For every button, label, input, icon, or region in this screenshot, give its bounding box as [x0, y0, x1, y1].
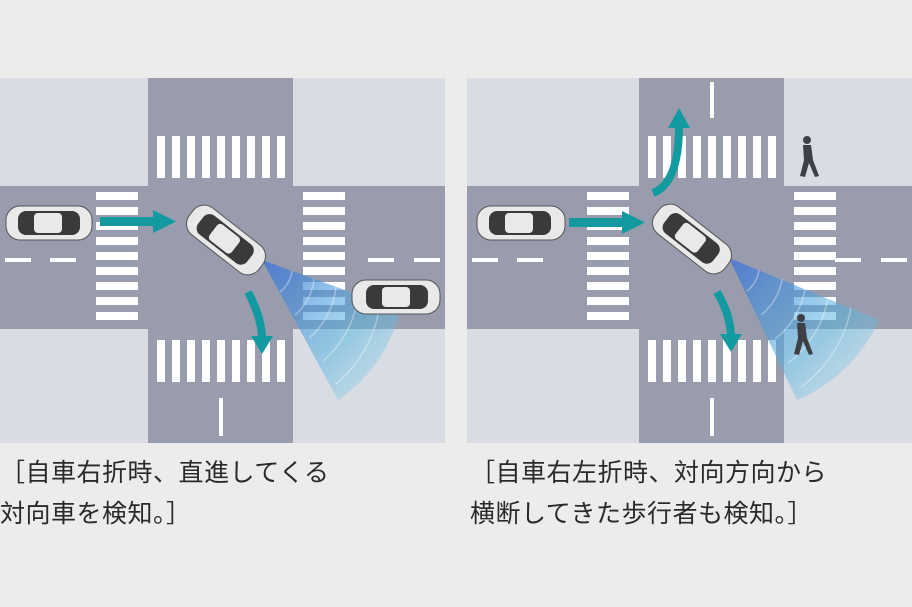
left-intersection-illustration: [0, 78, 445, 443]
crosswalk-top: [157, 136, 285, 178]
car-icon: [5, 205, 93, 241]
car-icon: [186, 204, 266, 276]
right-intersection-illustration: [467, 78, 912, 443]
car-icon: [652, 203, 732, 275]
pedestrian-icon: [800, 136, 819, 177]
caption-line: 横断してきた歩行者も検知。］: [470, 499, 814, 528]
car-icon: [476, 205, 566, 241]
lane-markings: [5, 258, 440, 436]
pedestrian-icon: [794, 314, 813, 355]
arrow-icon: [251, 336, 273, 354]
caption-line: ［自車右左折時、対向方向から: [470, 458, 828, 487]
arrow-icon: [100, 210, 176, 233]
lane-markings: [472, 82, 907, 436]
crosswalk-left: [96, 192, 138, 320]
left-caption: ［自車右折時、直進してくる 対向車を検知。］: [0, 452, 330, 534]
crosswalk-bottom: [648, 340, 776, 382]
caption-line: ［自車右折時、直進してくる: [0, 458, 330, 487]
crosswalk-left: [587, 192, 629, 320]
crosswalk-bottom: [157, 340, 285, 382]
caption-line: 対向車を検知。］: [0, 499, 192, 528]
right-caption: ［自車右左折時、対向方向から 横断してきた歩行者も検知。］: [470, 452, 827, 534]
crosswalk-top: [648, 136, 776, 178]
car-icon: [351, 279, 441, 315]
arrow-icon: [569, 211, 645, 234]
arrow-icon: [720, 334, 742, 352]
arrow-icon: [668, 108, 690, 128]
